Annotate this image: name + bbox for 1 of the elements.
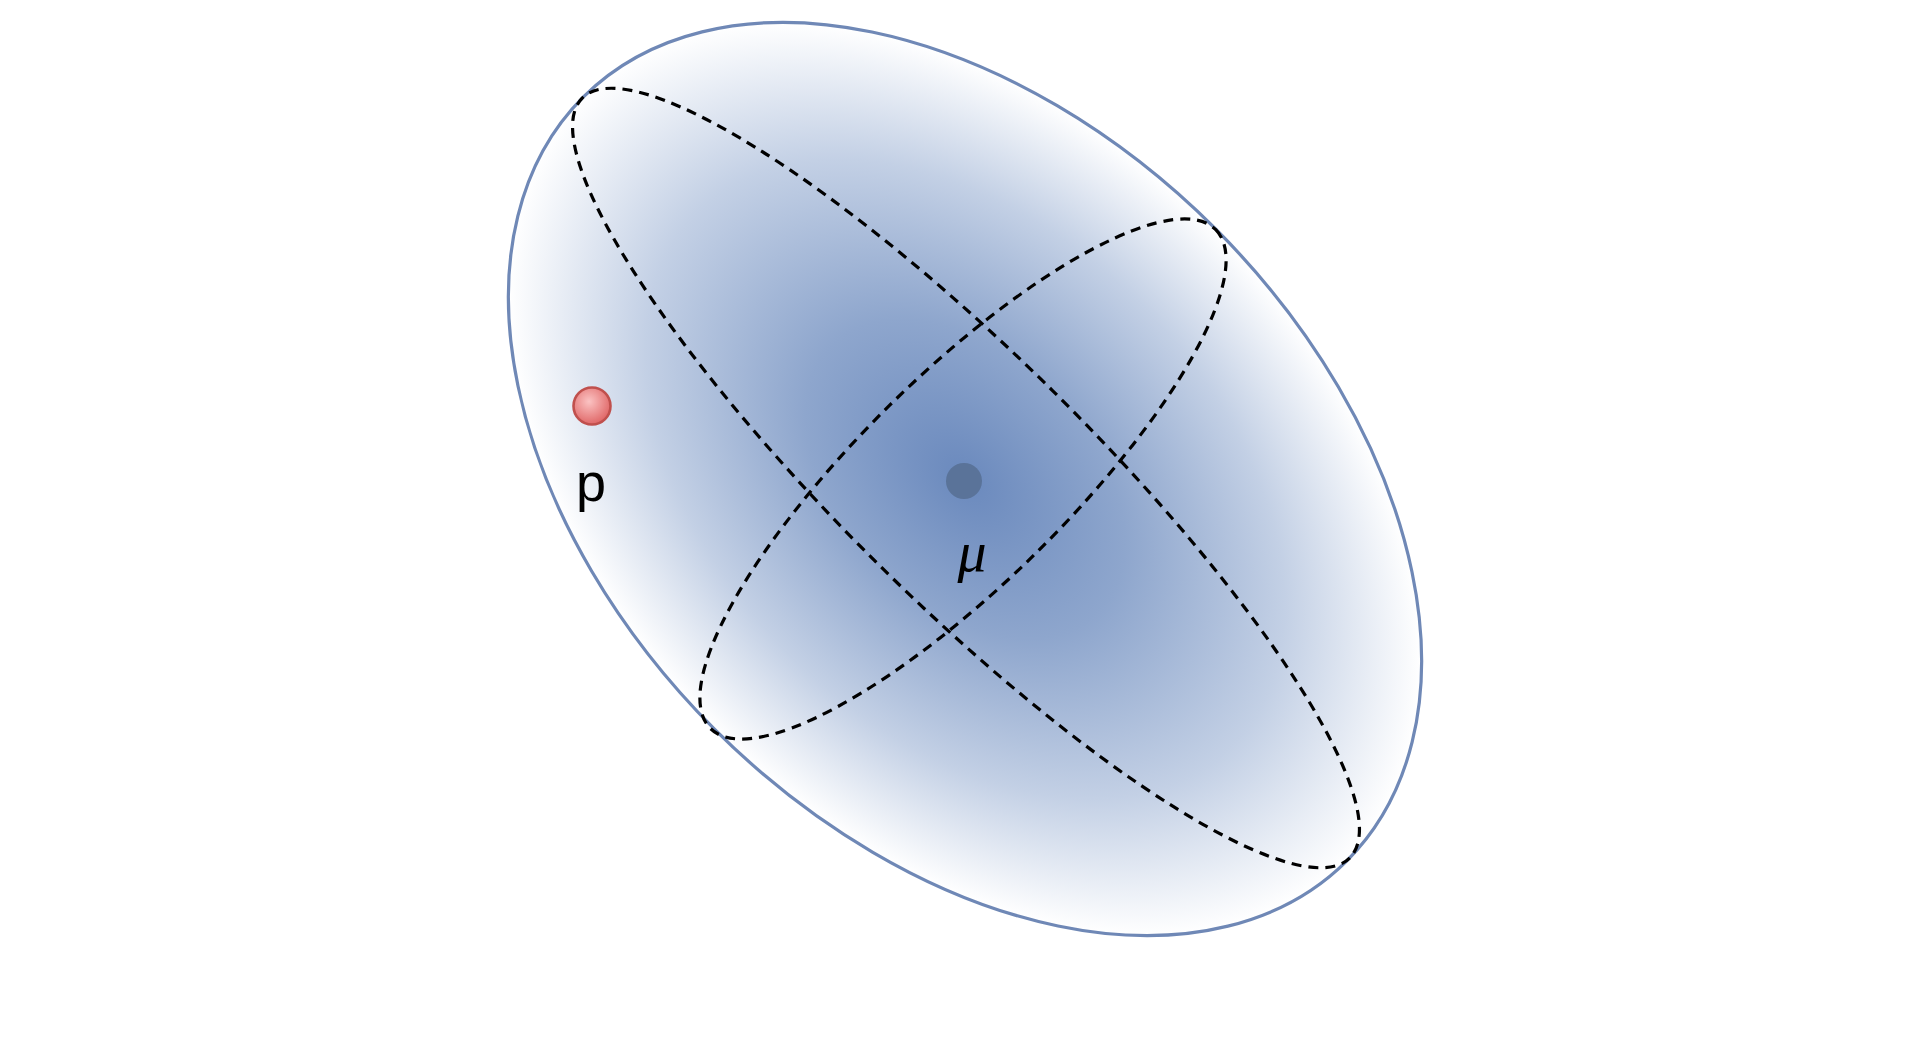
mean-label: μ [957, 523, 987, 581]
